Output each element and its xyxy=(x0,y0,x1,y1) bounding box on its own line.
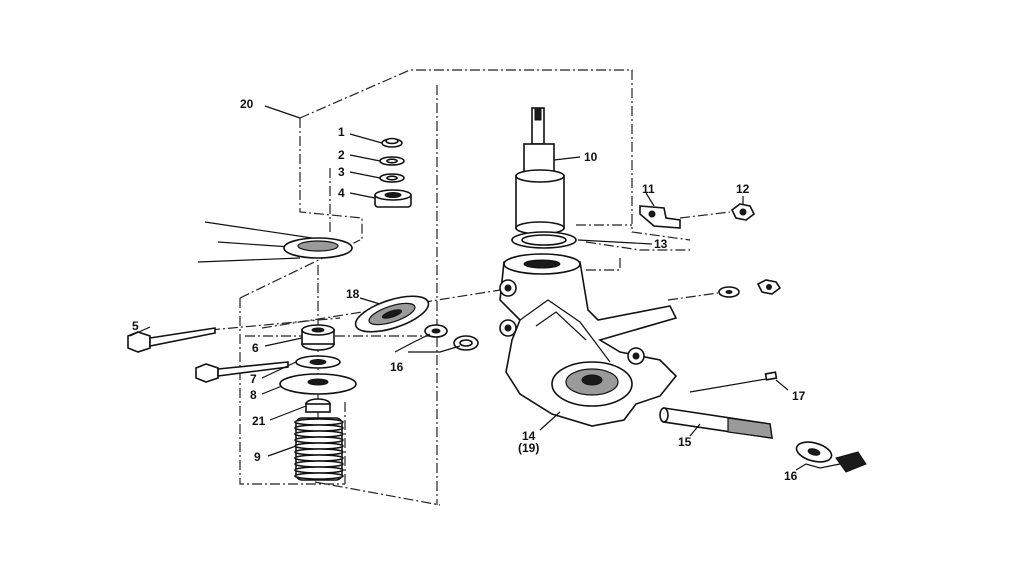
callout-15: 15 xyxy=(678,435,692,449)
part-6-nut xyxy=(301,324,335,351)
upper-mount-plate xyxy=(197,221,353,263)
callout-16-left: 16 xyxy=(390,360,404,374)
part-16-washer-right xyxy=(795,441,833,463)
boot-pleat xyxy=(294,466,344,474)
callout-13: 13 xyxy=(654,237,668,251)
part-11-bracket xyxy=(639,205,681,229)
callout-7: 7 xyxy=(250,372,257,386)
part-9-dust-boot xyxy=(294,417,344,481)
callout-21: 21 xyxy=(252,414,266,428)
part-2-washer xyxy=(379,156,405,166)
callout-11: 11 xyxy=(642,182,655,196)
callout-5: 5 xyxy=(132,319,139,333)
callout-16-right: 16 xyxy=(784,469,798,483)
boot-pleat xyxy=(294,442,344,450)
callout-4: 4 xyxy=(338,186,345,200)
callout-20: 20 xyxy=(240,97,254,111)
boot-pleat xyxy=(294,448,344,456)
boot-pleat xyxy=(294,418,344,426)
callout-6: 6 xyxy=(252,341,259,355)
callout-1: 1 xyxy=(338,125,345,139)
callout-labels: 20 1 2 3 4 10 11 12 13 18 5 6 16 7 8 17 … xyxy=(132,97,806,483)
callout-3: 3 xyxy=(338,165,345,179)
callout-10: 10 xyxy=(584,150,598,164)
callout-17: 17 xyxy=(792,389,806,403)
part-15-axle-shaft xyxy=(659,407,773,439)
callout-8: 8 xyxy=(250,388,257,402)
part-3-washer xyxy=(379,173,405,183)
callout-12: 12 xyxy=(736,182,750,196)
part-8-spring-seat xyxy=(279,373,357,395)
part-16-washers-left xyxy=(424,324,479,351)
boot-pleat xyxy=(294,436,344,444)
part-21-bump-stop xyxy=(305,398,331,413)
part-12-nut xyxy=(730,203,756,221)
callout-19: (19) xyxy=(518,441,539,455)
callout-14: 14 xyxy=(522,429,536,443)
boot-pleat xyxy=(294,454,344,462)
callout-9: 9 xyxy=(254,450,261,464)
part-washer-stack xyxy=(295,355,341,369)
boot-pleat xyxy=(294,430,344,438)
callout-2: 2 xyxy=(338,148,345,162)
boot-pleat xyxy=(294,472,344,480)
assembly-boundary-lines xyxy=(209,69,691,506)
part-7-bolt xyxy=(195,361,289,383)
part-4-bushing xyxy=(374,189,412,208)
part-13-seal xyxy=(511,231,577,249)
part-17-pin xyxy=(689,371,778,393)
part-5-bolt xyxy=(127,327,216,353)
part-10-strut-shaft xyxy=(515,107,565,235)
part-14-steering-knuckle xyxy=(499,253,678,427)
boot-pleat xyxy=(294,424,344,432)
leader-lines xyxy=(129,105,841,471)
callout-18: 18 xyxy=(346,287,360,301)
part-18-seal-ring xyxy=(354,295,430,333)
end-cap-nut xyxy=(835,451,867,473)
boot-pleat xyxy=(294,460,344,468)
part-1-nut xyxy=(381,137,403,148)
right-washer-and-nut xyxy=(718,279,782,298)
